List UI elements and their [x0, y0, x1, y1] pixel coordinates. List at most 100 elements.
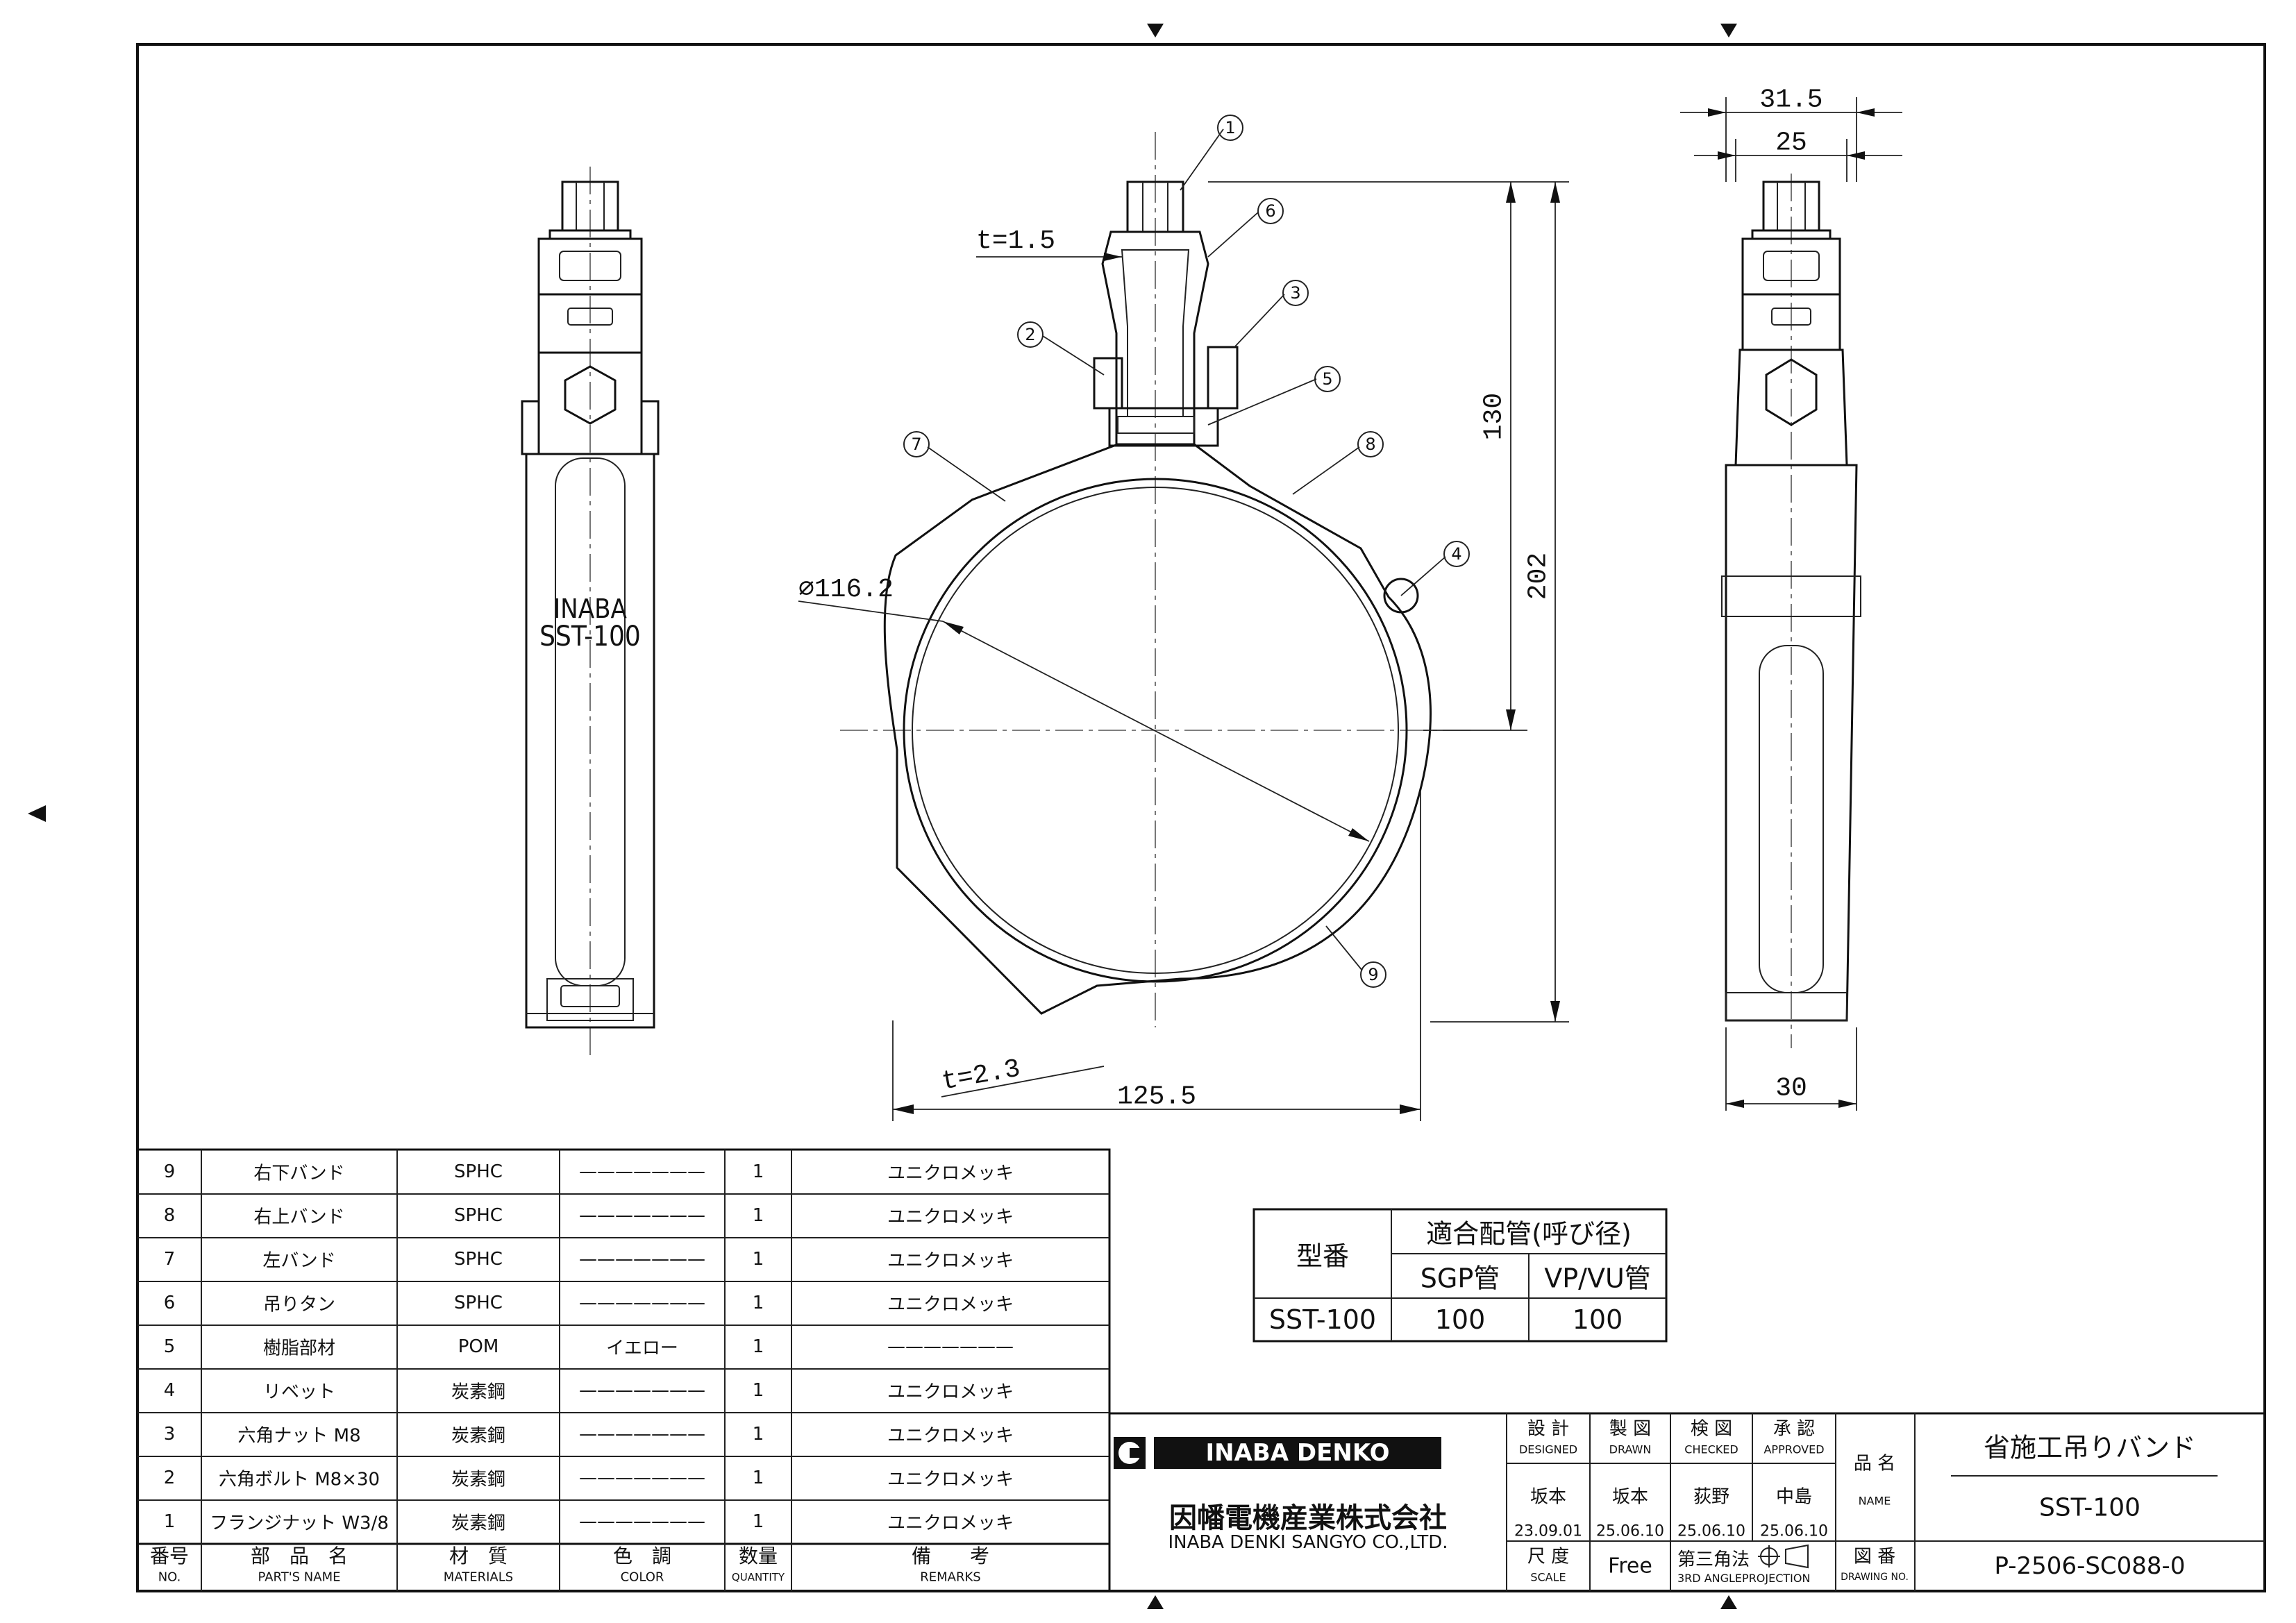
parts-cell-name: リベット	[262, 1381, 336, 1403]
parts-cell-remarks: ユニクロメッキ	[887, 1294, 1014, 1315]
hdr-qty: 数量	[738, 1545, 778, 1567]
drawing-no-label-en: DRAWING NO.	[1841, 1572, 1909, 1583]
hdr-remarks: 備 考	[911, 1545, 990, 1567]
parts-cell-name: 六角ボルト M8×30	[218, 1469, 380, 1490]
parts-cell-color: ———————	[579, 1205, 705, 1226]
parts-cell-color: ———————	[579, 1380, 705, 1401]
parts-cell-qty: 1	[752, 1336, 764, 1357]
center-mark-top-2	[1720, 24, 1737, 37]
parts-cell-qty: 1	[752, 1468, 764, 1488]
designed-by: 坂本	[1530, 1486, 1567, 1508]
parts-cell-no: 6	[163, 1293, 176, 1313]
scale-label-en: SCALE	[1530, 1570, 1566, 1584]
projection-label-en: 3RD ANGLEPROJECTION	[1677, 1572, 1811, 1585]
checked-by: 荻野	[1693, 1486, 1730, 1508]
checked-label-en: CHECKED	[1684, 1443, 1738, 1456]
parts-cell-color: イエロー	[606, 1338, 678, 1359]
designed-date: 23.09.01	[1514, 1522, 1582, 1540]
callout-4: 4	[1451, 544, 1462, 564]
parts-cell-qty: 1	[752, 1249, 764, 1270]
parts-cell-material: 炭素鋼	[451, 1425, 506, 1447]
parts-cell-qty: 1	[752, 1380, 764, 1401]
parts-cell-material: SPHC	[454, 1249, 503, 1270]
center-mark-bottom-2	[1720, 1595, 1737, 1609]
hdr-color: 色 調	[612, 1545, 672, 1567]
parts-cell-no: 5	[163, 1336, 176, 1357]
side-brand-text: INABA	[553, 594, 627, 624]
parts-cell-qty: 1	[752, 1511, 764, 1532]
scale-label: 尺 度	[1527, 1546, 1570, 1567]
dim-width: 125.5	[1116, 1082, 1197, 1112]
projection-label: 第三角法	[1677, 1549, 1750, 1570]
parts-cell-no: 4	[163, 1380, 176, 1401]
parts-cell-remarks: ユニクロメッキ	[887, 1381, 1014, 1403]
parts-cell-no: 2	[163, 1468, 176, 1488]
pipe-sgp: 100	[1434, 1304, 1486, 1335]
drawn-label-en: DRAWN	[1609, 1443, 1652, 1456]
company-jp: 因幡電機産業株式会社	[1169, 1502, 1447, 1534]
pipe-h-model: 型番	[1296, 1241, 1350, 1272]
parts-cell-color: ———————	[579, 1249, 705, 1270]
parts-cell-no: 3	[163, 1424, 176, 1445]
rivet	[1383, 578, 1419, 614]
parts-cell-no: 8	[163, 1205, 176, 1226]
parts-cell-name: 右上バンド	[253, 1206, 345, 1228]
parts-cell-material: SPHC	[454, 1205, 503, 1226]
drawing-no: P-2506-SC088-0	[1994, 1552, 2186, 1580]
hdr-material-en: MATERIALS	[443, 1570, 514, 1585]
pipe-h-sgp: SGP管	[1420, 1263, 1500, 1294]
parts-cell-material: SPHC	[454, 1161, 503, 1182]
drawn-date: 25.06.10	[1596, 1522, 1664, 1540]
callout-6: 6	[1265, 201, 1276, 221]
center-mark-bottom-1	[1147, 1595, 1164, 1609]
parts-cell-remarks: ユニクロメッキ	[887, 1425, 1014, 1447]
border-frame	[136, 43, 2266, 1592]
parts-cell-qty: 1	[752, 1161, 764, 1182]
callout-2: 2	[1025, 325, 1036, 344]
hdr-no: 番号	[149, 1545, 190, 1567]
center-mark-left	[28, 805, 46, 822]
callouts	[903, 115, 1470, 988]
parts-cell-qty: 1	[752, 1424, 764, 1445]
parts-cell-remarks: ———————	[887, 1336, 1014, 1357]
dim-diameter: ∅116.2	[798, 575, 894, 605]
approved-by: 中島	[1775, 1486, 1813, 1508]
parts-cell-material: 炭素鋼	[451, 1513, 506, 1534]
hdr-remarks-en: REMARKS	[920, 1570, 981, 1585]
parts-cell-color: ———————	[579, 1424, 705, 1445]
callout-1: 1	[1225, 118, 1236, 137]
brand-logo-text: INABA DENKO	[1205, 1439, 1390, 1467]
drawing-no-label: 図 番	[1853, 1546, 1896, 1567]
hdr-no-en: NO.	[158, 1570, 181, 1585]
pipe-h-vp: VP/VU管	[1544, 1263, 1651, 1294]
callout-5: 5	[1322, 369, 1333, 389]
center-mark-top-1	[1147, 24, 1164, 37]
approved-label-en: APPROVED	[1763, 1443, 1825, 1456]
parts-cell-name: 吊りタン	[262, 1294, 336, 1315]
parts-cell-no: 9	[163, 1161, 176, 1182]
parts-cell-material: POM	[458, 1336, 499, 1357]
parts-cell-remarks: ユニクロメッキ	[887, 1469, 1014, 1490]
dim-thickness-top: t=1.5	[976, 226, 1056, 256]
company-en: INABA DENKI SANGYO CO.,LTD.	[1168, 1532, 1448, 1553]
callout-3: 3	[1290, 283, 1301, 303]
hdr-name-en: PART'S NAME	[258, 1570, 341, 1585]
hdr-name: 部 品 名	[250, 1545, 349, 1567]
parts-cell-material: 炭素鋼	[451, 1381, 506, 1403]
parts-cell-remarks: ユニクロメッキ	[887, 1163, 1014, 1184]
parts-cell-color: ———————	[579, 1293, 705, 1313]
name-label-en: NAME	[1858, 1494, 1891, 1508]
parts-table-grid	[136, 1148, 1111, 1592]
pipe-model: SST-100	[1268, 1304, 1377, 1335]
parts-cell-remarks: ユニクロメッキ	[887, 1206, 1014, 1228]
parts-cell-name: 左バンド	[262, 1250, 336, 1272]
approved-date: 25.06.10	[1760, 1522, 1828, 1540]
parts-cell-name: 六角ナット M8	[237, 1425, 361, 1447]
hdr-material: 材 質	[449, 1545, 508, 1567]
dim-width-25: 25	[1775, 128, 1807, 158]
callout-9: 9	[1368, 965, 1379, 984]
parts-cell-qty: 1	[752, 1293, 764, 1313]
parts-cell-color: ———————	[579, 1161, 705, 1182]
product-name: 省施工吊りバンド	[1984, 1432, 2196, 1463]
